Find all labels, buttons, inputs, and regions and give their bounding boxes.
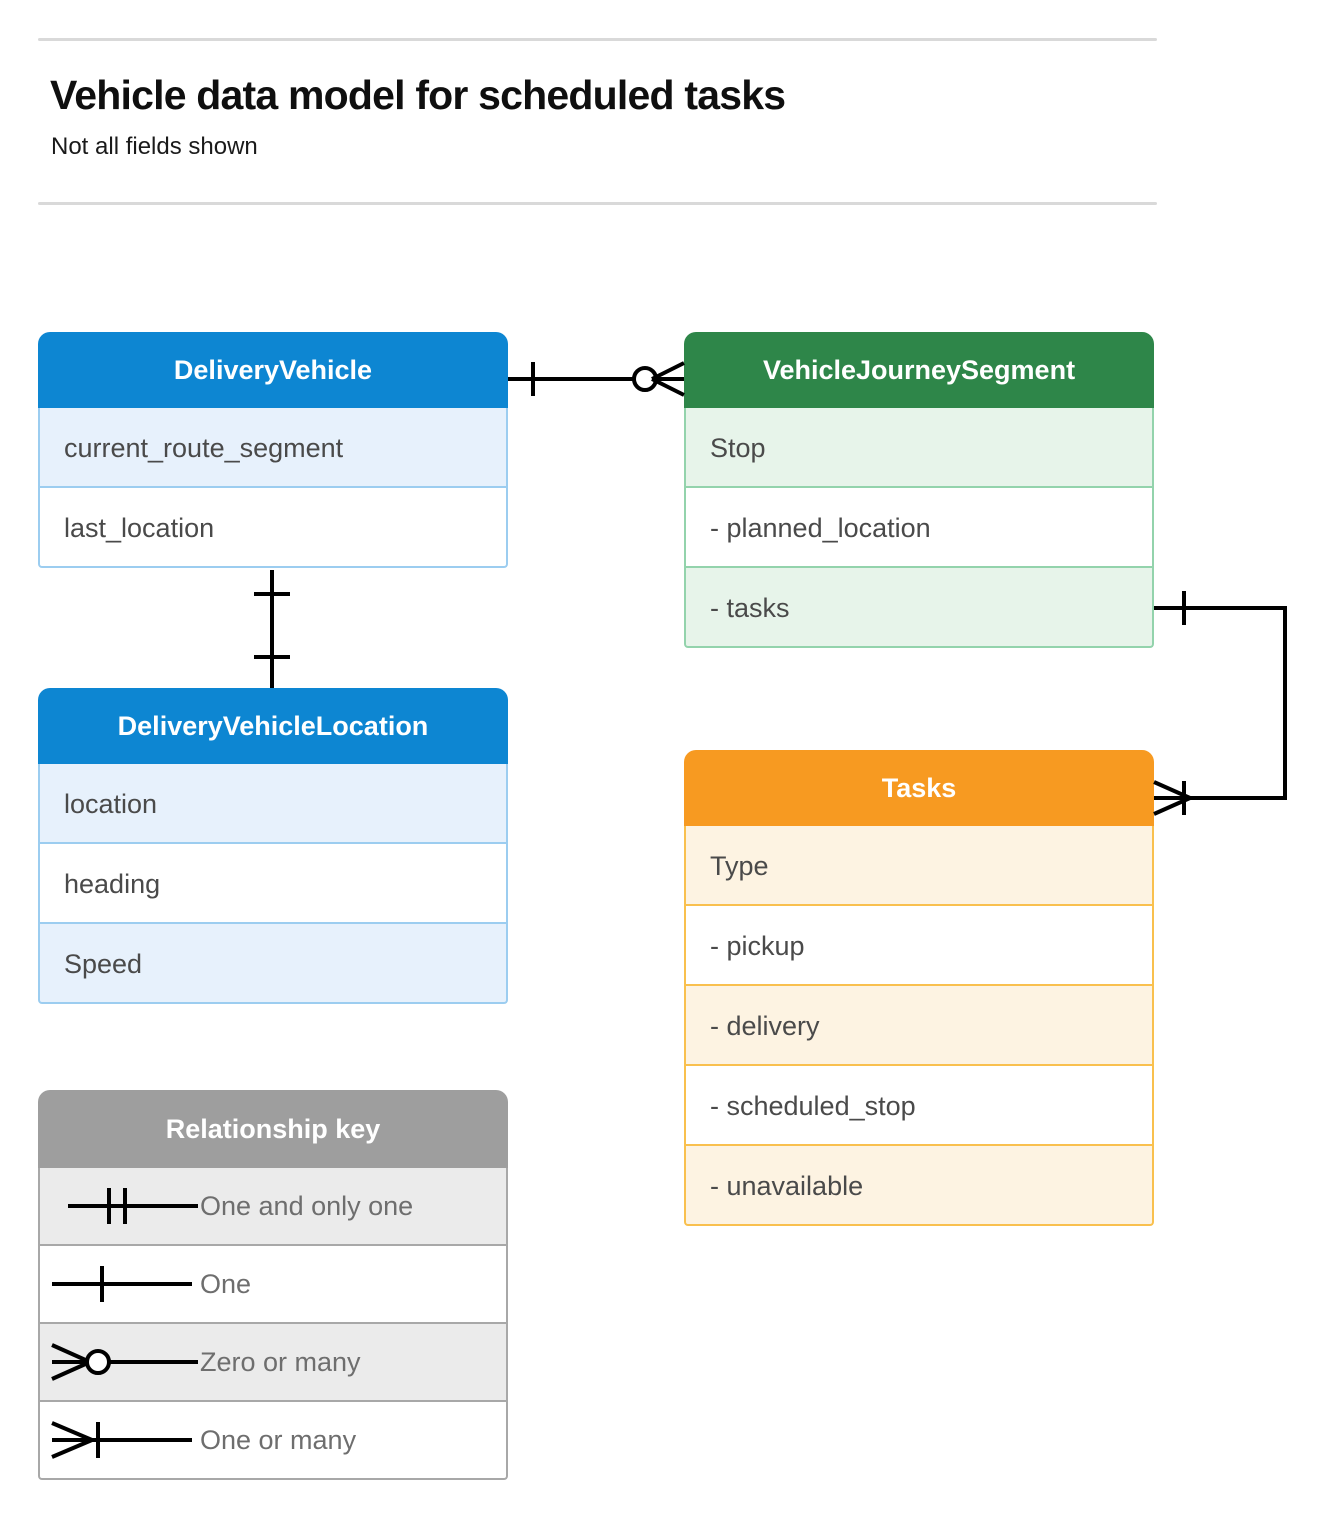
entity-vehicle-journey-segment[interactable]: VehicleJourneySegment Stop - planned_loc… xyxy=(684,332,1154,648)
entity-tasks[interactable]: Tasks Type - pickup - delivery - schedul… xyxy=(684,750,1154,1226)
entity-field-row: Speed xyxy=(38,924,508,1004)
page-subtitle: Not all fields shown xyxy=(51,133,258,160)
legend-item-one-and-only-one: One and only one xyxy=(38,1168,508,1246)
entity-title-delivery-vehicle-location: DeliveryVehicleLocation xyxy=(38,688,508,764)
entity-field-row: - unavailable xyxy=(684,1146,1154,1226)
entity-field-row: heading xyxy=(38,844,508,924)
legend-item-label: Zero or many xyxy=(200,1346,361,1377)
entity-title-tasks: Tasks xyxy=(684,750,1154,826)
legend-title: Relationship key xyxy=(38,1090,508,1168)
entity-field-row: - scheduled_stop xyxy=(684,1066,1154,1146)
entity-field-row: - tasks xyxy=(684,568,1154,648)
relationship-deliveryvehicle-deliveryvehiclelocation xyxy=(254,570,290,688)
one-icon xyxy=(40,1245,200,1323)
legend-item-label: One and only one xyxy=(200,1190,414,1221)
entity-field-row: Stop xyxy=(684,408,1154,488)
legend-item-label: One xyxy=(200,1268,252,1299)
entity-field-row: Type xyxy=(684,826,1154,906)
entity-field-row: last_location xyxy=(38,488,508,568)
header-divider-bottom xyxy=(38,202,1157,205)
relationship-key-legend: Relationship key One and only one xyxy=(38,1090,508,1480)
entity-field-row: - delivery xyxy=(684,986,1154,1066)
page-title: Vehicle data model for scheduled tasks xyxy=(50,72,786,118)
legend-item-one-or-many: One or many xyxy=(38,1402,508,1480)
zero-or-many-icon xyxy=(40,1323,200,1401)
one-and-only-one-icon xyxy=(40,1167,200,1245)
relationship-deliveryvehicle-vehiclejourneysegment xyxy=(508,361,685,397)
relationship-vehiclejourneysegment-tasks xyxy=(1153,591,1287,816)
entity-field-row: current_route_segment xyxy=(38,408,508,488)
entity-title-delivery-vehicle: DeliveryVehicle xyxy=(38,332,508,408)
legend-item-one: One xyxy=(38,1246,508,1324)
entity-field-row: - planned_location xyxy=(684,488,1154,568)
one-or-many-icon xyxy=(40,1401,200,1479)
entity-field-row: location xyxy=(38,764,508,844)
entity-field-row: - pickup xyxy=(684,906,1154,986)
legend-item-label: One or many xyxy=(200,1424,357,1455)
entity-title-vehicle-journey-segment: VehicleJourneySegment xyxy=(684,332,1154,408)
entity-delivery-vehicle-location[interactable]: DeliveryVehicleLocation location heading… xyxy=(38,688,508,1004)
header-divider-top xyxy=(38,38,1157,41)
entity-delivery-vehicle[interactable]: DeliveryVehicle current_route_segment la… xyxy=(38,332,508,568)
legend-item-zero-or-many: Zero or many xyxy=(38,1324,508,1402)
